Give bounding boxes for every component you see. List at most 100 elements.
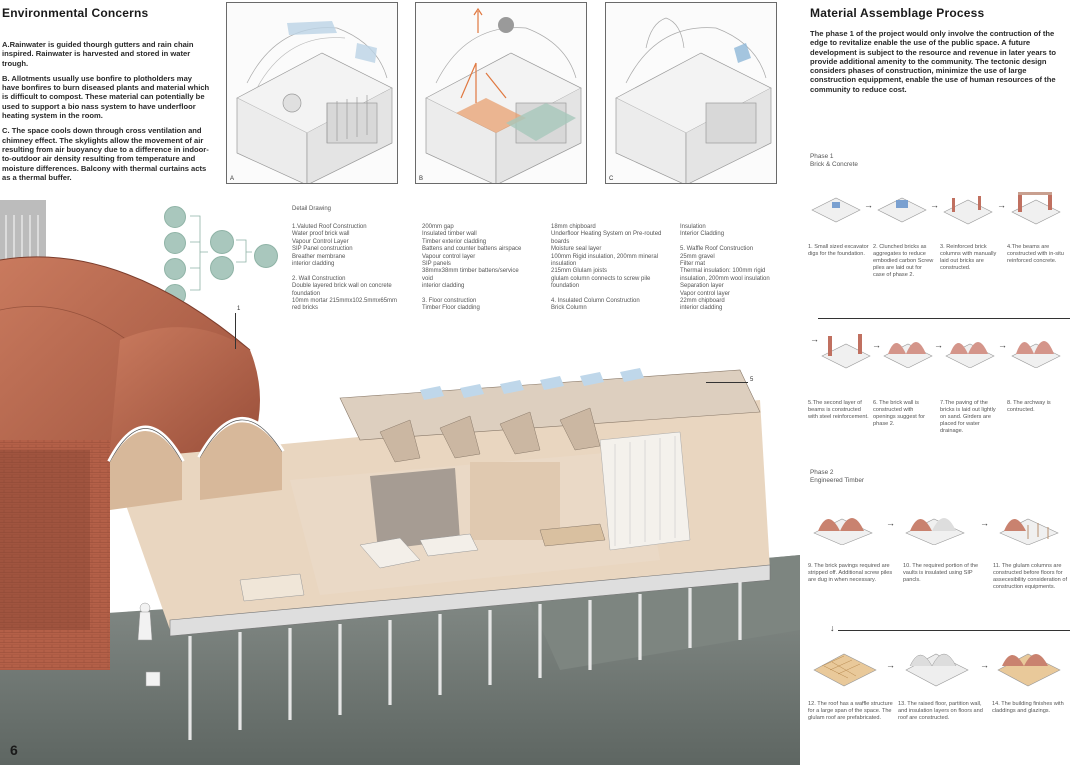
detail-line: glulam column connects to screw pile <box>551 275 651 282</box>
detail-title: Detail Drawing <box>292 206 332 212</box>
detail-line: Insulated timber wall <box>422 231 477 238</box>
detail-line: Filter mat <box>680 261 706 268</box>
axon-drawing-c <box>615 17 772 183</box>
step-arrow-icon: → <box>930 200 939 210</box>
step-caption-4: 4.The beams are constructed with in-situ… <box>1007 244 1064 264</box>
env-title: Environmental Concerns <box>2 6 149 20</box>
bubble-node <box>210 256 234 280</box>
axon-frame-c: C <box>605 2 777 184</box>
detail-line: insulation, 200mm wool insulation <box>680 275 770 282</box>
step-caption-3: 3. Reinforced brick columns with manuall… <box>940 244 997 271</box>
phase2-label: Phase 2 <box>810 469 834 476</box>
detail-line: SIP panels <box>422 261 451 268</box>
phase1-sub: Brick & Concrete <box>810 161 858 168</box>
env-para-b: B. Allotments usually use bonfire to plo… <box>2 73 210 121</box>
step-caption-6: 6. The brick wall is constructed with op… <box>873 400 925 427</box>
detail-line: 25mm gravel <box>680 253 715 260</box>
step-arrow-icon: → <box>886 660 895 670</box>
axon-frame-a: A <box>226 2 398 184</box>
step-arrow-icon: → <box>998 340 1007 350</box>
step-thumb-3 <box>943 196 993 225</box>
detail-line: 2. Wall Construction <box>292 275 346 282</box>
detail-line: 4. Insulated Column Construction <box>551 298 640 305</box>
bubble-node <box>164 206 186 228</box>
detail-line: 10mm mortar 215mmx102.5mmx65mm <box>292 298 398 305</box>
detail-line: 215mm Glulam joists <box>551 268 608 275</box>
detail-line: 1.Valuted Roof Construction <box>292 224 367 230</box>
step-arrow-icon: → <box>980 518 989 528</box>
flow-line <box>818 318 1070 319</box>
step-caption-9: 9. The brick pavings required are stripp… <box>808 563 893 583</box>
frame-a-label: A <box>230 176 235 182</box>
detail-line: foundation <box>551 283 580 290</box>
step-caption-12: 12. The roof has a waffle structure for … <box>808 701 893 721</box>
phase2-sub: Engineered Timber <box>810 477 864 484</box>
step-thumb-7 <box>945 342 995 368</box>
detail-line: 3. Floor construction <box>422 298 477 305</box>
detail-line: 18mm chipboard <box>551 224 596 230</box>
step-thumb-9 <box>813 518 873 545</box>
callout-leader <box>706 382 748 383</box>
step-arrow-icon: → <box>980 660 989 670</box>
step-thumb-6 <box>883 342 933 368</box>
page-number: 6 <box>10 742 18 758</box>
env-para-c: C. The space cools down through cross ve… <box>2 126 209 182</box>
step-thumb-10 <box>905 518 965 545</box>
step-thumb-1 <box>811 197 861 223</box>
step-thumb-12 <box>813 653 877 687</box>
phase1-label: Phase 1 <box>810 153 834 160</box>
detail-line: Brick Column <box>551 305 587 312</box>
detail-line: Timber exterior cladding <box>422 238 487 245</box>
detail-line: Battens and counter battens airspace <box>422 246 522 253</box>
step-arrow-icon: → <box>934 340 943 350</box>
step-caption-7: 7.The paving of the bricks is laid out l… <box>940 400 996 434</box>
step-caption-10: 10. The required portion of the vaults i… <box>903 563 979 583</box>
env-para-a: A.Rainwater is guided thourgh gutters an… <box>2 40 194 68</box>
detail-line: 38mmx38mm timber battens/service <box>422 268 519 275</box>
frame-b-label: B <box>419 176 424 182</box>
bubble-connectors <box>190 215 252 291</box>
callout-5: 5 <box>750 377 754 383</box>
step-caption-11: 11. The glulam columns are constructed b… <box>993 563 1067 590</box>
step-arrow-icon: → <box>997 200 1006 210</box>
step-arrow-icon: → <box>810 334 819 344</box>
detail-line: Breather membrane <box>292 253 346 260</box>
step-caption-1: 1. Small sized excavator digs for the fo… <box>808 244 869 257</box>
detail-line: foundation <box>292 290 321 297</box>
detail-line: interior cladding <box>292 261 335 268</box>
step-caption-8: 8. The archway is contructed. <box>1007 400 1051 413</box>
step-arrow-icon: → <box>872 340 881 350</box>
plug-icon <box>498 17 514 33</box>
step-caption-13: 13. The raised floor, partition wall, an… <box>898 701 983 721</box>
step-thumb-13 <box>905 653 969 687</box>
detail-line: red bricks <box>292 305 319 312</box>
detail-line: Underfloor Heating System on Pre-routed <box>551 231 662 238</box>
detail-line: void <box>422 275 434 282</box>
detail-line: Moisture seal layer <box>551 246 602 253</box>
axon-frame-b: B <box>415 2 587 184</box>
detail-line: SIP Panel construction <box>292 246 353 253</box>
detail-line: interior cladding <box>422 283 465 290</box>
detail-line: 22mm chipboard <box>680 298 725 305</box>
detail-line: interior cladding <box>680 305 723 312</box>
detail-line: 200mm gap <box>422 224 454 230</box>
phase1-heading: Phase 1 Brick & Concrete <box>810 153 858 169</box>
detail-line: Vapor control layer <box>680 290 730 297</box>
detail-line: Thermal insulation: 100mm rigid <box>680 268 766 275</box>
callout-1: 1 <box>237 306 241 312</box>
detail-line: 100mm Rigid insulation, 200mm mineral <box>551 253 659 260</box>
section-perspective-drawing <box>0 200 800 765</box>
detail-line: insulation <box>551 261 577 268</box>
up-arrow-icon <box>473 7 483 33</box>
step-arrow-icon: → <box>886 518 895 528</box>
detail-line: Interior Cladding <box>680 231 725 238</box>
material-intro: The phase 1 of the project would only in… <box>810 29 1057 94</box>
step-thumb-4 <box>1011 192 1061 225</box>
axon-drawing-b <box>425 7 582 183</box>
detail-line: Vapour Control Layer <box>292 238 349 245</box>
step-thumb-2 <box>877 197 927 223</box>
